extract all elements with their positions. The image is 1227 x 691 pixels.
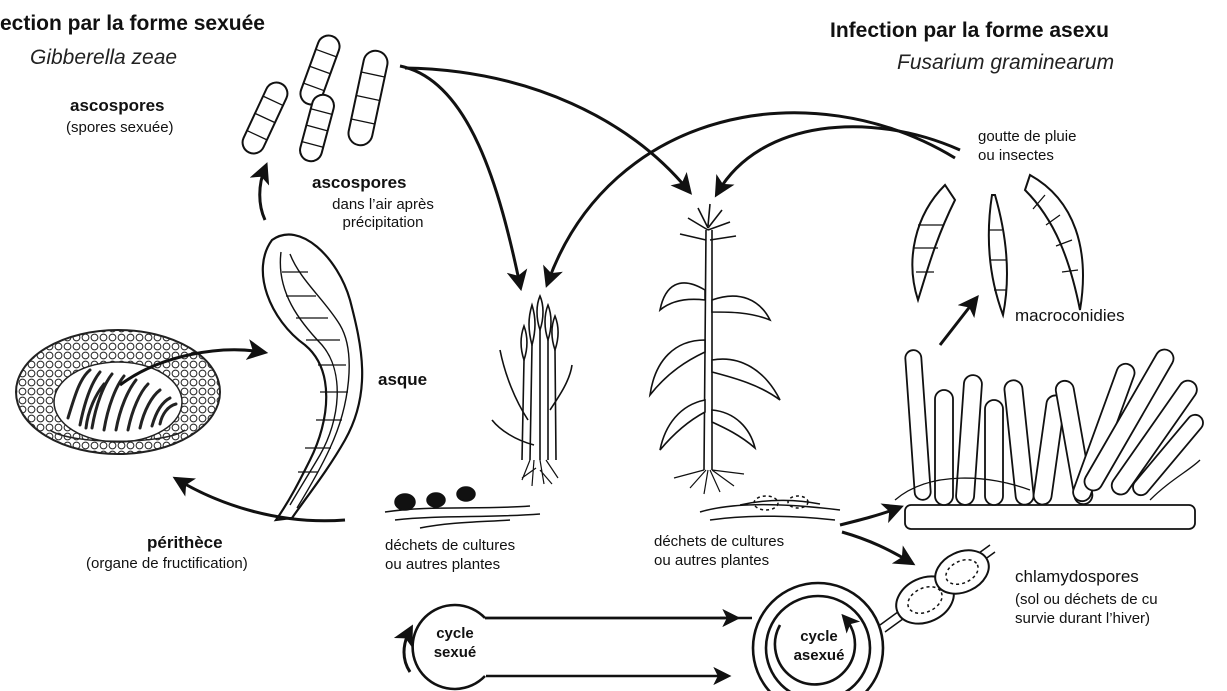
airborne-ascospores-line2: précipitation bbox=[308, 214, 458, 231]
perithece-illustration bbox=[16, 330, 220, 454]
chlamydospores-line2: survie durant l’hiver) bbox=[1015, 610, 1150, 627]
ascospores-label: ascospores bbox=[70, 96, 165, 116]
airborne-ascospores-line1: dans l’air après bbox=[308, 196, 458, 213]
macroconidia-label: macroconidies bbox=[1015, 306, 1125, 326]
chlamydospores-line1: (sol ou déchets de cu bbox=[1015, 591, 1158, 608]
perithece-label: périthèce bbox=[147, 533, 223, 553]
asque-label: asque bbox=[378, 370, 427, 390]
sexual-cycle-arrowhead bbox=[404, 630, 410, 672]
asque-illustration bbox=[263, 235, 362, 520]
macroconidia-illustration bbox=[912, 175, 1083, 315]
rain-insects-line2: ou insectes bbox=[978, 147, 1054, 164]
sexual-cycle-label-line2: sexué bbox=[425, 644, 485, 661]
sexual-form-title: ection par la forme sexuée bbox=[0, 12, 265, 36]
right-debris-line1: déchets de cultures bbox=[654, 533, 784, 550]
asexual-form-title: Infection par la forme asexu bbox=[830, 19, 1109, 43]
rain-insects-line1: goutte de pluie bbox=[978, 128, 1076, 145]
asexual-cycle-label-line2: asexué bbox=[784, 647, 854, 664]
perithece-sublabel: (organe de fructification) bbox=[86, 555, 248, 572]
corn-plant-illustration bbox=[650, 204, 780, 494]
sexual-species-name: Gibberella zeae bbox=[30, 46, 177, 70]
right-debris-line2: ou autres plantes bbox=[654, 552, 769, 569]
left-debris-line2: ou autres plantes bbox=[385, 556, 500, 573]
airborne-ascospores-label: ascospores bbox=[312, 173, 407, 193]
left-debris-line1: déchets de cultures bbox=[385, 537, 515, 554]
debris-illustration bbox=[385, 487, 840, 528]
ascospores-sublabel: (spores sexuée) bbox=[66, 119, 174, 136]
conidiophore-cluster-illustration bbox=[895, 346, 1206, 529]
asexual-species-name: Fusarium graminearum bbox=[897, 51, 1114, 75]
ascospores-illustration bbox=[239, 32, 390, 163]
wheat-plant-illustration bbox=[492, 296, 572, 486]
sexual-cycle-label-line1: cycle bbox=[425, 625, 485, 642]
asexual-cycle-label-line1: cycle bbox=[784, 628, 854, 645]
chlamydospores-label: chlamydospores bbox=[1015, 567, 1139, 587]
